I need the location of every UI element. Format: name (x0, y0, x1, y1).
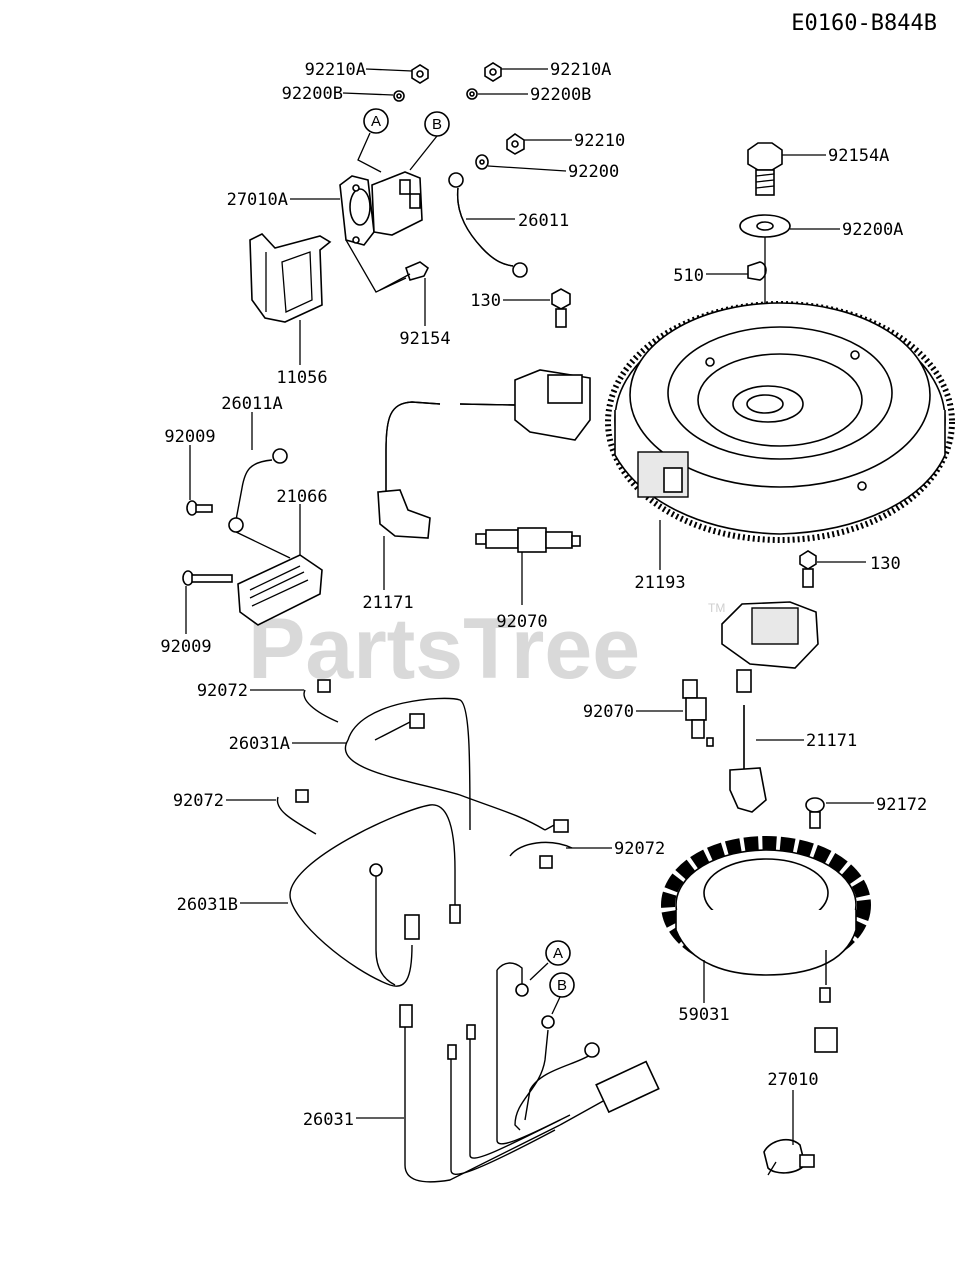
nut-92210A-right[interactable] (484, 62, 502, 82)
label-510: 510 (673, 266, 704, 286)
label-92200B-right: 92200B (530, 85, 591, 105)
spark-plug-92070-left[interactable] (475, 527, 581, 553)
screw-92009-top[interactable] (186, 500, 213, 516)
label-26031: 26031 (303, 1110, 354, 1130)
oil-pressure-switch-27010[interactable] (763, 1138, 815, 1176)
label-92072-c: 92072 (614, 839, 665, 859)
label-92154: 92154 (399, 329, 450, 349)
label-92009-bottom: 92009 (160, 637, 211, 657)
label-26011A: 26011A (221, 394, 282, 414)
svg-text:B: B (432, 116, 442, 133)
stator-59031[interactable] (661, 836, 871, 1053)
leader-92200B-left (342, 92, 394, 96)
washer-92200A[interactable] (739, 214, 791, 238)
harness-26031B[interactable] (289, 804, 461, 987)
label-92070-right: 92070 (583, 702, 634, 722)
label-26031B: 26031B (177, 895, 238, 915)
diagram-code: E0160-B844B (791, 11, 937, 36)
harness-26031[interactable] (399, 962, 660, 1183)
starter-solenoid-27010A[interactable] (339, 171, 423, 246)
leader-92210A-left (365, 68, 413, 72)
bracket-11056[interactable] (249, 233, 332, 323)
leader-92200 (487, 165, 567, 172)
ground-wire-26011A[interactable] (228, 448, 288, 533)
label-92070-left: 92070 (496, 612, 547, 632)
nut-92210A-left[interactable] (411, 64, 429, 84)
label-21171-left: 21171 (362, 593, 413, 613)
label-92072-b: 92072 (173, 791, 224, 811)
spark-plug-92070-right[interactable] (682, 679, 714, 747)
callout-a-bottom: A (545, 940, 571, 966)
bolt-130-top[interactable] (551, 288, 571, 328)
leader-callout-b-bottom (551, 996, 561, 1015)
label-27010A: 27010A (227, 190, 288, 210)
label-92210A-right: 92210A (550, 60, 611, 80)
label-59031: 59031 (678, 1005, 729, 1025)
washer-92200B-right[interactable] (466, 88, 478, 100)
label-92210A-left: 92210A (305, 60, 366, 80)
label-92210: 92210 (574, 131, 625, 151)
clamp-92072-a[interactable] (303, 679, 339, 723)
label-27010: 27010 (767, 1070, 818, 1090)
label-92200A: 92200A (842, 220, 903, 240)
svg-text:A: A (553, 945, 563, 962)
label-21193: 21193 (634, 573, 685, 593)
label-92009-top: 92009 (164, 427, 215, 447)
label-92072-a: 92072 (197, 681, 248, 701)
clamp-92072-c[interactable] (509, 841, 573, 869)
callout-b-bottom: B (549, 972, 575, 998)
label-92200: 92200 (568, 162, 619, 182)
label-130-right: 130 (870, 554, 901, 574)
harness-26031A[interactable] (344, 697, 569, 833)
bolt-92154A[interactable] (747, 142, 783, 196)
washer-92200B-left[interactable] (393, 90, 405, 102)
label-26011: 26011 (518, 211, 569, 231)
cable-26011[interactable] (448, 172, 528, 278)
label-130-top: 130 (470, 291, 501, 311)
label-92154A: 92154A (828, 146, 889, 166)
clamp-92072-b[interactable] (276, 789, 317, 835)
label-92200B-left: 92200B (282, 84, 343, 104)
screw-92009-bottom[interactable] (182, 570, 233, 586)
callout-b-top: B (409, 111, 450, 171)
washer-92200[interactable] (475, 154, 489, 170)
label-11056: 11056 (276, 368, 327, 388)
leader-ground-to-regulator (235, 531, 291, 559)
svg-text:A: A (371, 113, 381, 130)
callout-a-top: A (357, 108, 389, 173)
svg-text:B: B (557, 977, 567, 994)
nut-92210[interactable] (506, 133, 525, 155)
label-21066: 21066 (276, 487, 327, 507)
label-92172: 92172 (876, 795, 927, 815)
bolt-130-right[interactable] (799, 550, 817, 588)
leader-callout-a-bottom (529, 962, 549, 981)
flywheel-21193[interactable] (605, 301, 955, 543)
bolt-92154[interactable] (379, 261, 430, 291)
label-26031A: 26031A (229, 734, 290, 754)
key-510[interactable] (747, 261, 767, 281)
label-21171-right: 21171 (806, 731, 857, 751)
leader-solenoid-bolt (345, 239, 407, 293)
ignition-coil-21171-left[interactable] (377, 369, 591, 539)
watermark-trademark: TM (708, 601, 725, 615)
ignition-coil-21171-right[interactable] (721, 601, 819, 813)
screw-92172[interactable] (805, 797, 825, 829)
watermark: PartsTree (248, 601, 640, 697)
